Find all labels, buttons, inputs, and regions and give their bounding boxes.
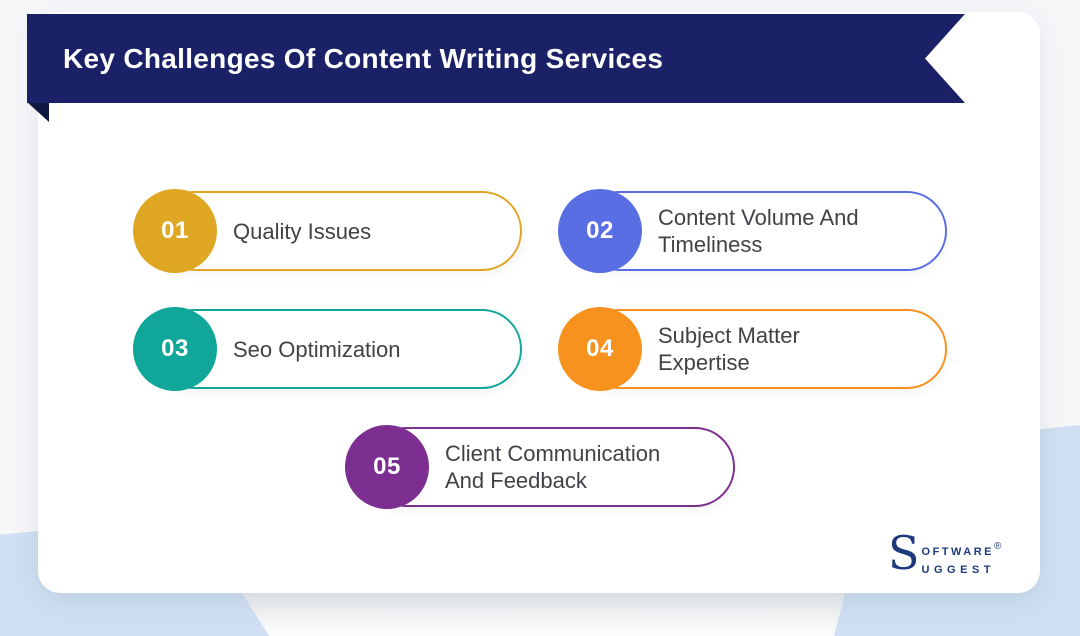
pill-outline [155, 191, 522, 271]
pedestal-shape [240, 590, 846, 636]
challenge-label: Subject Matter Expertise [658, 307, 927, 391]
challenge-label: Content Volume And Timeliness [658, 189, 927, 273]
challenge-label-line1: Content Volume And [658, 205, 859, 230]
logo-big-s: S [888, 526, 920, 580]
challenge-item-05: 05 Client Communication And Feedback [345, 425, 735, 509]
logo-line1: oftware® [921, 541, 1002, 559]
registered-mark-icon: ® [994, 541, 1002, 552]
challenge-item-02: 02 Content Volume And Timeliness [558, 189, 947, 273]
number-badge: 01 [133, 189, 217, 273]
number-badge: 03 [133, 307, 217, 391]
challenge-item-01: 01 Quality Issues [133, 189, 522, 273]
number-badge: 04 [558, 307, 642, 391]
challenge-label-line2: Timeliness [658, 232, 763, 257]
challenge-label-line1: Subject Matter [658, 323, 800, 348]
title-banner: Key Challenges Of Content Writing Servic… [27, 14, 965, 103]
challenge-item-04: 04 Subject Matter Expertise [558, 307, 947, 391]
challenge-label-line1: Quality Issues [233, 218, 372, 244]
challenge-label: Client Communication And Feedback [445, 425, 715, 509]
challenge-label: Quality Issues [233, 189, 502, 273]
logo-line2: uggest [921, 560, 995, 577]
challenge-label-line1: Seo Optimization [233, 336, 401, 362]
brand-logo: S oftware® uggest [888, 526, 1002, 580]
page-title: Key Challenges Of Content Writing Servic… [63, 42, 664, 74]
challenge-item-03: 03 Seo Optimization [133, 307, 522, 391]
number-badge: 05 [345, 425, 429, 509]
challenge-label-line2: Expertise [658, 350, 750, 375]
challenge-label-line1: Client Communication [445, 441, 661, 466]
logo-text: oftware® uggest [922, 534, 1002, 577]
number-badge: 02 [558, 189, 642, 273]
challenge-label-line2: And Feedback [445, 468, 587, 493]
challenge-label: Seo Optimization [233, 307, 502, 391]
